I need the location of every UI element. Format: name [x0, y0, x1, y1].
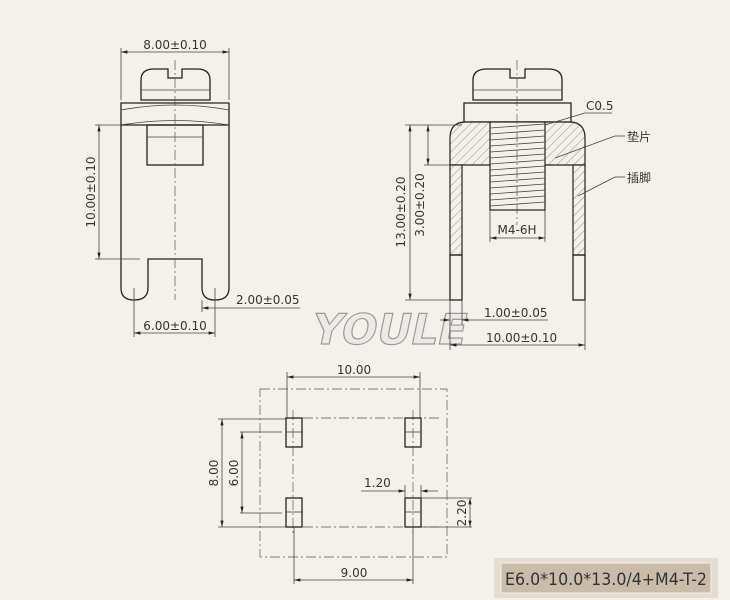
part-number: E6.0*10.0*13.0/4+M4-T-2: [505, 570, 707, 590]
dim-outer-width: 10.00: [337, 363, 371, 377]
dim-pin-width: 2.00±0.05: [236, 293, 300, 307]
chamfer-label: C0.5: [586, 99, 613, 113]
screw-thread: [489, 121, 546, 211]
dim-pad-length: 2.20: [455, 500, 469, 527]
pin-label: 插脚: [627, 170, 651, 185]
pin-left: [449, 164, 463, 256]
dim-thread: M4-6H: [498, 223, 537, 237]
side-view: 8.00±0.10 10.00±0.10 6.00±0.10 2.00±0.05: [84, 38, 300, 337]
dim-pad-width: 1.20: [364, 476, 391, 490]
pad: [285, 497, 303, 528]
outline: [259, 388, 448, 558]
screw-head: [140, 68, 211, 101]
dim-total-height: 13.00±0.20: [394, 176, 408, 247]
dim-pitch: 6.00±0.10: [143, 319, 207, 333]
pin-right: [572, 164, 586, 256]
washer-label: 垫片: [627, 129, 651, 144]
dim-plate-height: 3.00±0.20: [413, 173, 427, 237]
dim-height: 10.00±0.10: [84, 156, 98, 227]
pcb-footprint: 10.00 8.00 6.00 1.20 2.20 9.00: [207, 363, 472, 584]
dim-pitch: 9.00: [341, 566, 368, 580]
screw-head: [472, 68, 563, 101]
pad: [404, 417, 422, 448]
watermark-logo: YOULE: [307, 306, 472, 354]
dim-pin-thickness: 1.00±0.05: [484, 306, 548, 320]
pad: [285, 417, 303, 448]
part-number-box: E6.0*10.0*13.0/4+M4-T-2: [494, 558, 718, 598]
dim-inner-height: 6.00: [227, 460, 241, 487]
washer: [463, 102, 572, 123]
dim-total-width: 10.00±0.10: [486, 331, 557, 345]
section-view: M4-6H C0.5 垫片 插脚 13.00±0.20 3.00±0.20 1.…: [394, 60, 651, 350]
dim-outer-height: 8.00: [207, 460, 221, 487]
dim-width: 8.00±0.10: [143, 38, 207, 52]
